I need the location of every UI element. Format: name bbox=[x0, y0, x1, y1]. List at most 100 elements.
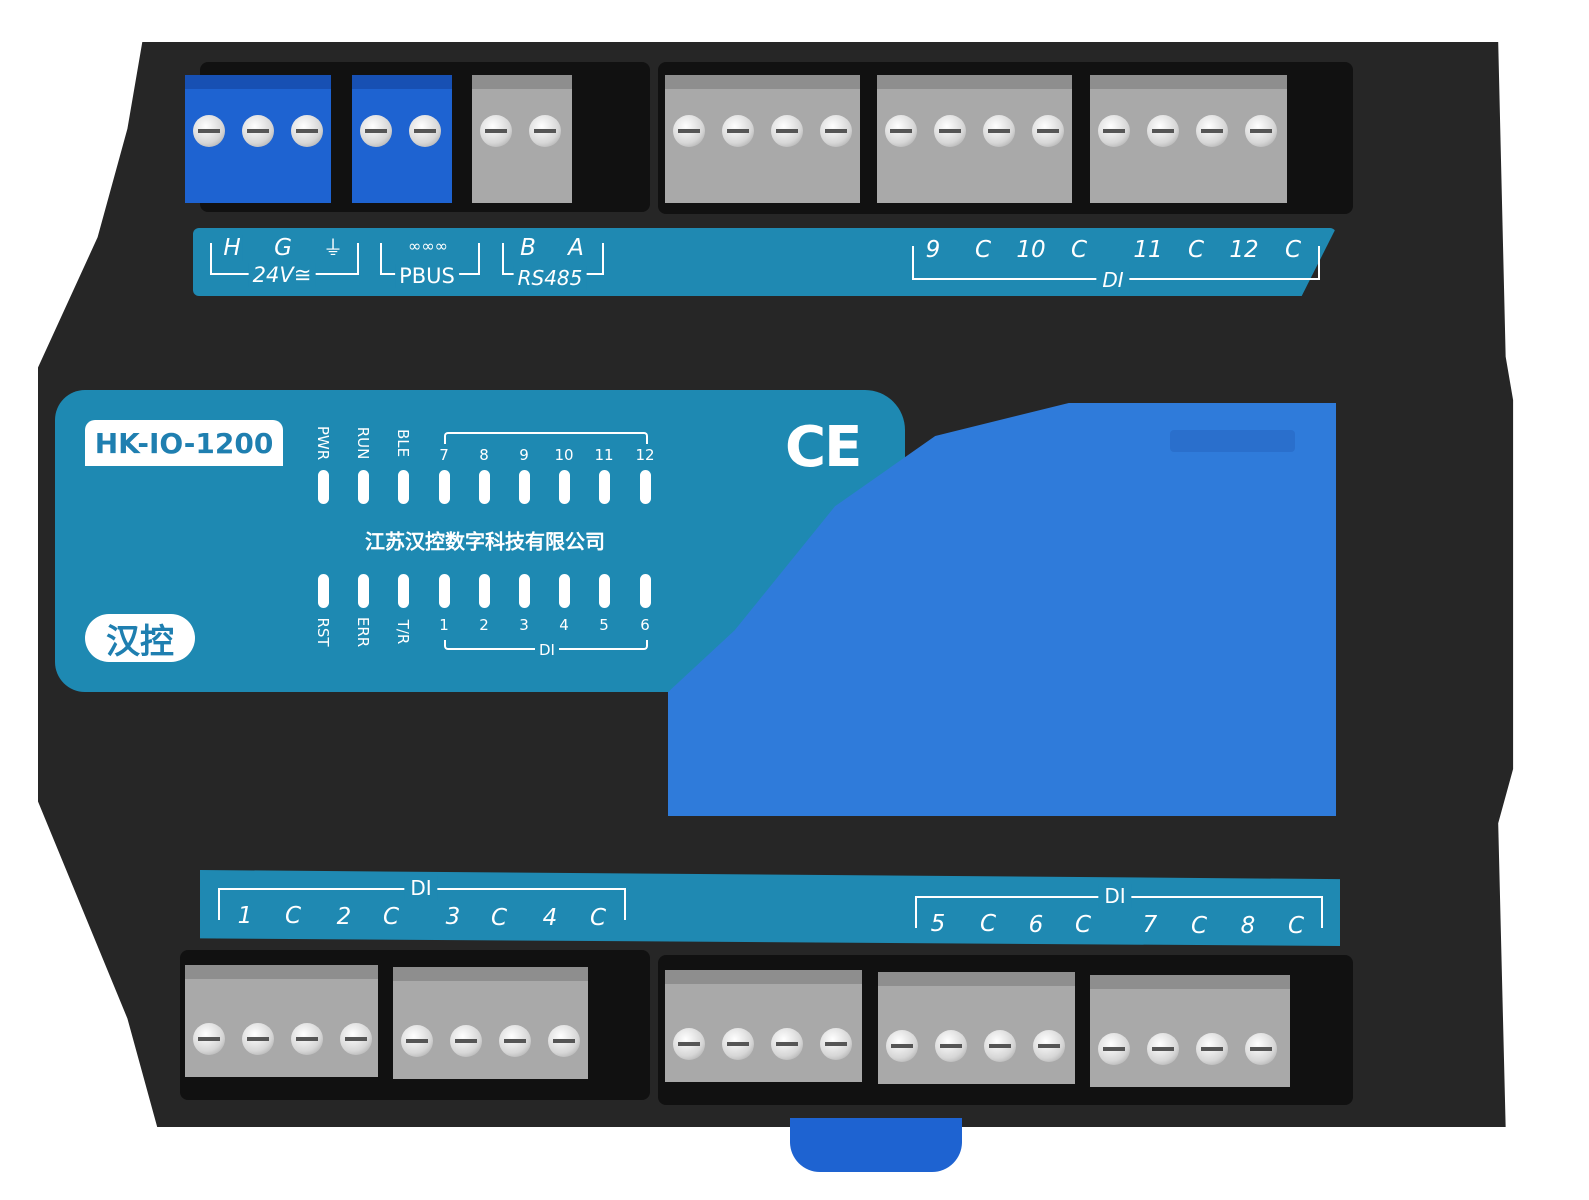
terminal-block bbox=[393, 967, 588, 1079]
label-b: B bbox=[520, 235, 536, 261]
terminal-block bbox=[1090, 75, 1287, 203]
terminal-screw[interactable] bbox=[499, 1025, 531, 1057]
led-label: PWR bbox=[314, 425, 332, 461]
terminal-screw[interactable] bbox=[934, 115, 966, 147]
terminal-screw[interactable] bbox=[529, 115, 561, 147]
led-9 bbox=[519, 470, 530, 504]
led-di-label: DI bbox=[535, 641, 559, 659]
terminal-screw[interactable] bbox=[1098, 115, 1130, 147]
terminal-screw[interactable] bbox=[1245, 115, 1277, 147]
led-label: 7 bbox=[439, 446, 449, 464]
top-label-strip bbox=[193, 228, 1336, 296]
terminal-screw[interactable] bbox=[409, 115, 441, 147]
terminal-block bbox=[665, 970, 862, 1082]
terminal-label: C bbox=[589, 905, 607, 932]
terminal-screw[interactable] bbox=[673, 115, 705, 147]
brand-logo: 汉控 bbox=[85, 614, 195, 662]
terminal-label: 12 bbox=[1229, 237, 1259, 263]
terminal-screw[interactable] bbox=[340, 1023, 372, 1055]
label-di-bottom-left: DI bbox=[404, 876, 438, 900]
led-6 bbox=[640, 574, 651, 608]
led-rst bbox=[318, 574, 329, 608]
terminal-label: C bbox=[382, 903, 400, 930]
led-label: 11 bbox=[594, 446, 614, 464]
terminal-screw[interactable] bbox=[193, 1023, 225, 1055]
terminal-screw[interactable] bbox=[1245, 1033, 1277, 1065]
terminal-label: C bbox=[1190, 912, 1208, 939]
terminal-screw[interactable] bbox=[722, 1028, 754, 1060]
label-h: H bbox=[221, 235, 243, 261]
terminal-screw[interactable] bbox=[1098, 1033, 1130, 1065]
led-pwr bbox=[318, 470, 329, 504]
terminal-label: 3 bbox=[445, 904, 461, 931]
led-4 bbox=[559, 574, 570, 608]
terminal-screw[interactable] bbox=[1033, 1030, 1065, 1062]
terminal-screw[interactable] bbox=[820, 1028, 852, 1060]
led-label: 1 bbox=[439, 616, 449, 634]
terminal-screw[interactable] bbox=[548, 1025, 580, 1057]
led-label: 9 bbox=[519, 446, 529, 464]
terminal-screw[interactable] bbox=[771, 1028, 803, 1060]
terminal-screw[interactable] bbox=[480, 115, 512, 147]
terminal-label: C bbox=[1284, 237, 1302, 263]
terminal-label: C bbox=[490, 904, 508, 931]
led-2 bbox=[479, 574, 490, 608]
terminal-screw[interactable] bbox=[983, 115, 1015, 147]
terminal-screw[interactable] bbox=[1196, 115, 1228, 147]
label-di-top: DI bbox=[1096, 268, 1130, 292]
terminal-label: 4 bbox=[542, 904, 558, 931]
led-run bbox=[358, 470, 369, 504]
terminal-screw[interactable] bbox=[673, 1028, 705, 1060]
terminal-block bbox=[185, 75, 331, 203]
terminal-screw[interactable] bbox=[771, 115, 803, 147]
cover-latch[interactable] bbox=[1170, 430, 1295, 452]
terminal-screw[interactable] bbox=[1196, 1033, 1228, 1065]
terminal-screw[interactable] bbox=[291, 115, 323, 147]
terminal-block bbox=[352, 75, 452, 203]
terminal-screw[interactable] bbox=[1147, 1033, 1179, 1065]
label-a: A bbox=[568, 235, 584, 261]
terminal-label: C bbox=[974, 237, 992, 263]
terminal-label: 10 bbox=[1016, 237, 1046, 263]
led-12 bbox=[640, 470, 651, 504]
terminal-screw[interactable] bbox=[291, 1023, 323, 1055]
terminal-label: C bbox=[284, 903, 302, 930]
terminal-screw[interactable] bbox=[935, 1030, 967, 1062]
terminal-screw[interactable] bbox=[1147, 115, 1179, 147]
terminal-label: C bbox=[1187, 237, 1205, 263]
terminal-block bbox=[472, 75, 572, 203]
led-label: 6 bbox=[640, 616, 650, 634]
terminal-screw[interactable] bbox=[722, 115, 754, 147]
led-label: T/R bbox=[394, 619, 412, 645]
terminal-screw[interactable] bbox=[242, 1023, 274, 1055]
terminal-screw[interactable] bbox=[984, 1030, 1016, 1062]
led-ble bbox=[398, 470, 409, 504]
terminal-label: 11 bbox=[1133, 237, 1163, 263]
terminal-screw[interactable] bbox=[820, 115, 852, 147]
terminal-screw[interactable] bbox=[885, 115, 917, 147]
terminal-screw[interactable] bbox=[450, 1025, 482, 1057]
terminal-screw[interactable] bbox=[401, 1025, 433, 1057]
led-label: BLE bbox=[394, 428, 412, 458]
led-10 bbox=[559, 470, 570, 504]
terminal-block bbox=[665, 75, 860, 203]
terminal-screw[interactable] bbox=[1032, 115, 1064, 147]
terminal-label: 5 bbox=[930, 911, 946, 937]
terminal-screw[interactable] bbox=[193, 115, 225, 147]
terminal-screw[interactable] bbox=[242, 115, 274, 147]
label-rs485: RS485 bbox=[513, 266, 587, 290]
terminal-screw[interactable] bbox=[360, 115, 392, 147]
terminal-label: 2 bbox=[336, 903, 352, 930]
ce-mark: CE bbox=[785, 415, 862, 480]
led-top-bracket bbox=[444, 432, 648, 444]
terminal-block bbox=[1090, 975, 1290, 1087]
twisted-pair-icon: ∞∞∞ bbox=[408, 236, 448, 256]
label-pbus: PBUS bbox=[395, 264, 459, 288]
led-3 bbox=[519, 574, 530, 608]
terminal-label: 7 bbox=[1142, 912, 1158, 939]
terminal-label: 6 bbox=[1028, 911, 1044, 938]
terminal-screw[interactable] bbox=[886, 1030, 918, 1062]
din-rail-clip[interactable] bbox=[790, 1118, 962, 1172]
terminal-label: 9 bbox=[925, 237, 941, 263]
manufacturer-name: 江苏汉控数字科技有限公司 bbox=[365, 529, 605, 554]
